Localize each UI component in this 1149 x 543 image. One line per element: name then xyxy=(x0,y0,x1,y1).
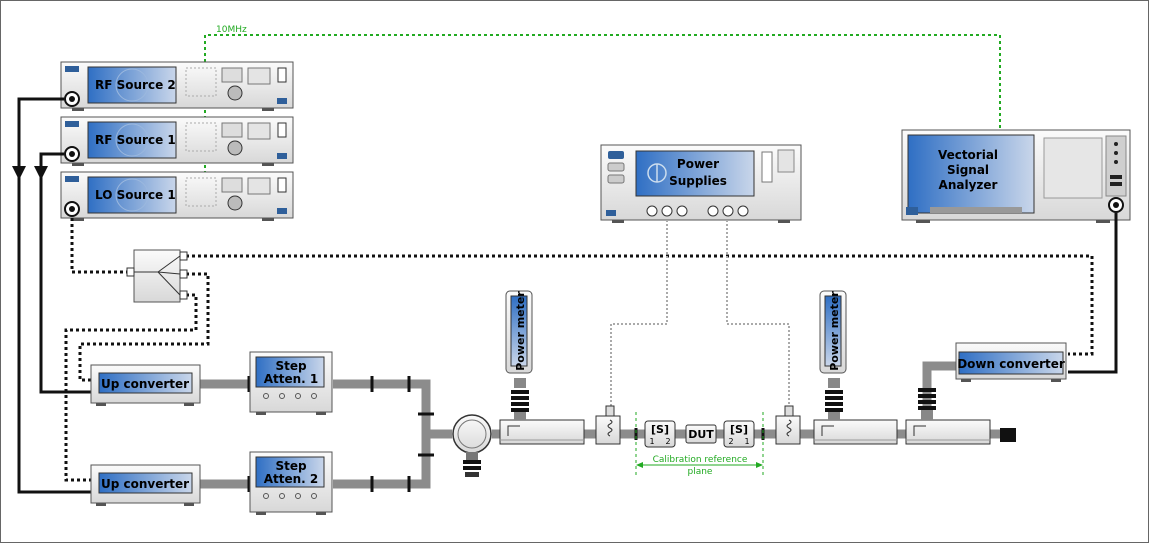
step-attenuator-1: Step Atten. 1 xyxy=(249,351,333,415)
down-converter: Down converter xyxy=(955,342,1067,382)
coupler-input xyxy=(499,419,585,445)
step-atten-2-label-2: Atten. 2 xyxy=(264,472,319,486)
power-supplies-label-1: Power xyxy=(677,157,719,171)
lo-splitter xyxy=(126,249,188,303)
step-atten-1-label-1: Step xyxy=(275,359,307,373)
lo-distribution-lines xyxy=(64,218,1094,482)
coupler-output xyxy=(813,419,898,445)
rf-source-2-label: RF Source 2 xyxy=(95,78,176,92)
step-atten-1-label-2: Atten. 1 xyxy=(264,372,319,386)
rf-source-2: RF Source 2 xyxy=(60,61,294,111)
power-meter-right-label: Power meter xyxy=(828,291,841,371)
waveguide-paths xyxy=(200,361,1000,489)
vsa-label-1: Vectorial xyxy=(938,148,998,162)
down-converter-label: Down converter xyxy=(957,357,1065,371)
vsa-label-2: Signal xyxy=(947,163,989,177)
arrow-down-icon xyxy=(12,166,26,180)
power-supplies: Power Supplies xyxy=(600,144,802,223)
up-converter-top-label: Up converter xyxy=(101,377,189,391)
s-right-port-1: 1 xyxy=(744,437,749,446)
power-supplies-label-2: Supplies xyxy=(669,174,727,188)
power-meter-left-label: Power meter xyxy=(514,291,527,371)
calibration-reference-plane: Calibration reference plane xyxy=(635,412,764,478)
up-converter-top: Up converter xyxy=(90,364,201,406)
dut-label: DUT xyxy=(688,428,714,441)
reference-10mhz-label: 10MHz xyxy=(216,25,247,35)
s-left-port-2: 2 xyxy=(665,437,670,446)
up-converter-bottom: Up converter xyxy=(90,464,201,506)
rf-source-1-label: RF Source 1 xyxy=(95,133,176,147)
step-atten-2-label-1: Step xyxy=(275,459,307,473)
calibration-label-2: plane xyxy=(688,467,713,477)
dut-section: [S] 1 2 DUT [S] 2 1 xyxy=(634,420,765,448)
lo-source-1-label: LO Source 1 xyxy=(95,188,176,202)
s-param-right: [S] xyxy=(730,423,748,436)
s-left-port-1: 1 xyxy=(649,437,654,446)
power-meter-left: Power meter xyxy=(505,290,533,374)
bias-tee-right xyxy=(775,405,801,445)
connector-stacks xyxy=(511,378,1016,442)
bias-lines xyxy=(610,220,790,408)
bias-tee-left xyxy=(595,405,621,445)
calibration-label-1: Calibration reference xyxy=(653,455,748,465)
step-attenuator-2: Step Atten. 2 xyxy=(249,451,333,515)
vector-signal-analyzer: Vectorial Signal Analyzer xyxy=(901,129,1131,223)
combiner xyxy=(452,414,492,477)
lo-source-1: LO Source 1 xyxy=(60,171,294,221)
up-converter-bottom-label: Up converter xyxy=(101,477,189,491)
s-right-port-2: 2 xyxy=(728,437,733,446)
rf-source-1: RF Source 1 xyxy=(60,116,294,166)
vsa-label-3: Analyzer xyxy=(939,178,998,192)
arrow-down-icon xyxy=(34,166,48,180)
power-meter-right: Power meter xyxy=(819,290,847,374)
coupler-downconv xyxy=(905,419,991,445)
s-param-left: [S] xyxy=(651,423,669,436)
